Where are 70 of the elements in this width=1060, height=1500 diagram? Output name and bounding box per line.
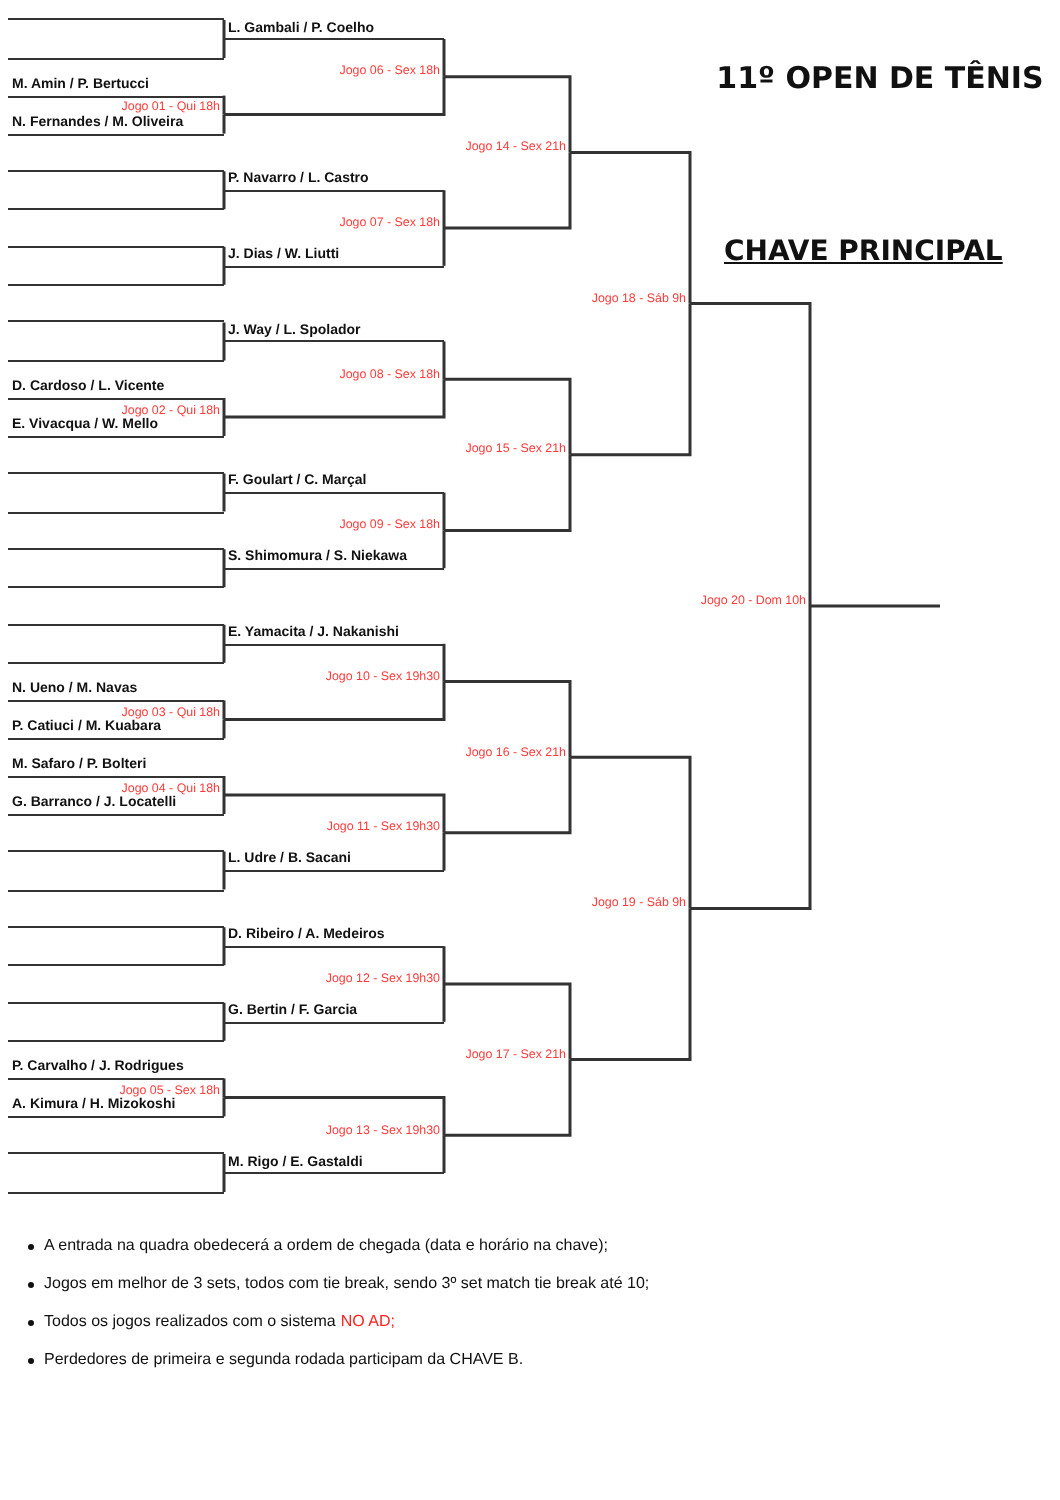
empty-draw-slot <box>8 169 224 211</box>
bracket-line <box>222 396 226 417</box>
bracket-line <box>222 246 226 287</box>
bracket-line <box>222 20 226 60</box>
bracket-line <box>444 377 572 455</box>
bracket-line <box>222 114 226 136</box>
bracket-line <box>442 339 446 380</box>
bracket-line <box>442 832 446 873</box>
bracket-line <box>222 94 226 115</box>
bracket-line <box>444 757 572 835</box>
rule-note: Perdedores de primeira e segunda rodada participam da CHAVE B. <box>44 1350 524 1370</box>
bracket-line <box>222 795 226 816</box>
bracket-line <box>442 188 446 228</box>
bracket-line <box>222 624 226 665</box>
empty-draw-slot <box>8 472 224 514</box>
bracket-line <box>442 944 446 984</box>
bracket-line <box>442 1135 446 1175</box>
empty-draw-slot <box>8 925 224 967</box>
bracket-line <box>442 530 446 570</box>
empty-draw-slot <box>8 850 224 892</box>
bracket-line <box>690 302 812 606</box>
bracket-line <box>444 152 572 230</box>
bracket-line <box>690 606 812 910</box>
bracket-line <box>222 549 226 589</box>
empty-draw-slot <box>8 320 224 362</box>
empty-draw-slot <box>8 245 224 287</box>
empty-draw-slot <box>8 547 224 589</box>
bracket-line <box>222 698 226 720</box>
bracket-line <box>222 1154 226 1194</box>
bracket-line <box>570 908 692 1062</box>
rule-note: A entrada na quadra obedecerá a ordem de chegada (data e horário na chave); <box>44 1236 608 1256</box>
bracket-line <box>442 37 446 77</box>
bracket-line <box>222 927 226 967</box>
bracket-line <box>442 491 446 531</box>
bracket-line <box>222 1076 226 1098</box>
empty-draw-slot <box>8 1152 224 1194</box>
bracket-line <box>222 322 226 362</box>
bracket-line <box>444 454 572 532</box>
bracket-line <box>222 417 226 438</box>
bracket-line <box>222 719 226 740</box>
bracket-line <box>444 680 572 758</box>
bracket-line <box>570 150 692 304</box>
bracket-line <box>224 76 446 117</box>
bracket-line <box>444 982 572 1060</box>
bracket-line <box>222 473 226 514</box>
bracket-line <box>222 774 226 795</box>
empty-draw-slot <box>8 18 224 60</box>
bracket-line <box>222 1097 226 1118</box>
bracket-line <box>222 1002 226 1043</box>
bracket-line <box>442 984 446 1024</box>
bracket-line <box>810 604 940 608</box>
bracket-line <box>442 642 446 682</box>
bracket-line <box>222 851 226 892</box>
rule-note: Jogos em melhor de 3 sets, todos com tie break, sendo 3º set match tie break até 10; <box>44 1274 650 1294</box>
bracket-line <box>570 755 692 909</box>
bracket-line <box>444 75 572 153</box>
bracket-line <box>224 681 446 721</box>
title: 11º OPEN DE TÊNIS <box>714 60 1046 96</box>
bracket-heading: CHAVE PRINCIPAL <box>724 236 1003 268</box>
bracket-line <box>224 793 446 833</box>
empty-draw-slot <box>8 623 224 665</box>
bracket-line <box>570 303 692 457</box>
rule-note: Todos os jogos realizados com o sistema <box>44 1312 336 1332</box>
bracket-line <box>224 379 446 419</box>
highlighted-note: NO AD; <box>340 1312 395 1332</box>
bracket-line <box>442 228 446 268</box>
bracket-line <box>222 171 226 211</box>
bracket-line <box>224 1095 446 1136</box>
empty-draw-slot <box>8 1001 224 1043</box>
bracket-line <box>444 1059 572 1137</box>
